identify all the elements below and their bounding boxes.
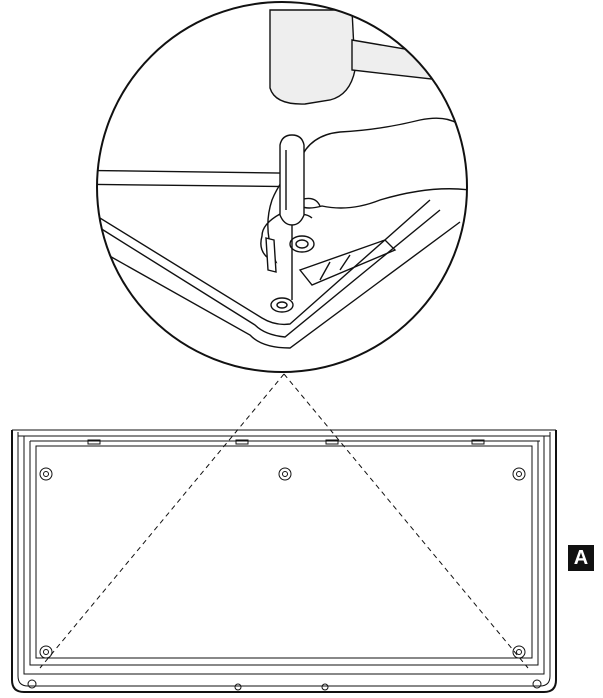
screw-hole-icon	[39, 645, 53, 659]
hammer-icon	[269, 9, 441, 105]
screw-hole-icon	[278, 467, 292, 481]
panel-outer-frame	[11, 430, 557, 693]
detail-view	[96, 1, 468, 373]
projection-lines	[39, 373, 529, 669]
screwdriver-icon	[279, 134, 305, 300]
screw-hole-icon	[512, 645, 526, 659]
panel	[11, 429, 557, 693]
panel-frame-detail	[97, 199, 431, 326]
projection-line-right	[283, 373, 529, 669]
detail-circle	[96, 1, 468, 373]
step-label-badge: A	[568, 545, 594, 571]
mounting-holes	[27, 467, 542, 691]
screw-hole-icon	[512, 467, 526, 481]
panel-tabs	[87, 439, 485, 445]
screw-hole-icon	[39, 467, 53, 481]
projection-line-left	[39, 373, 285, 669]
screw-hole-icon	[270, 235, 315, 313]
